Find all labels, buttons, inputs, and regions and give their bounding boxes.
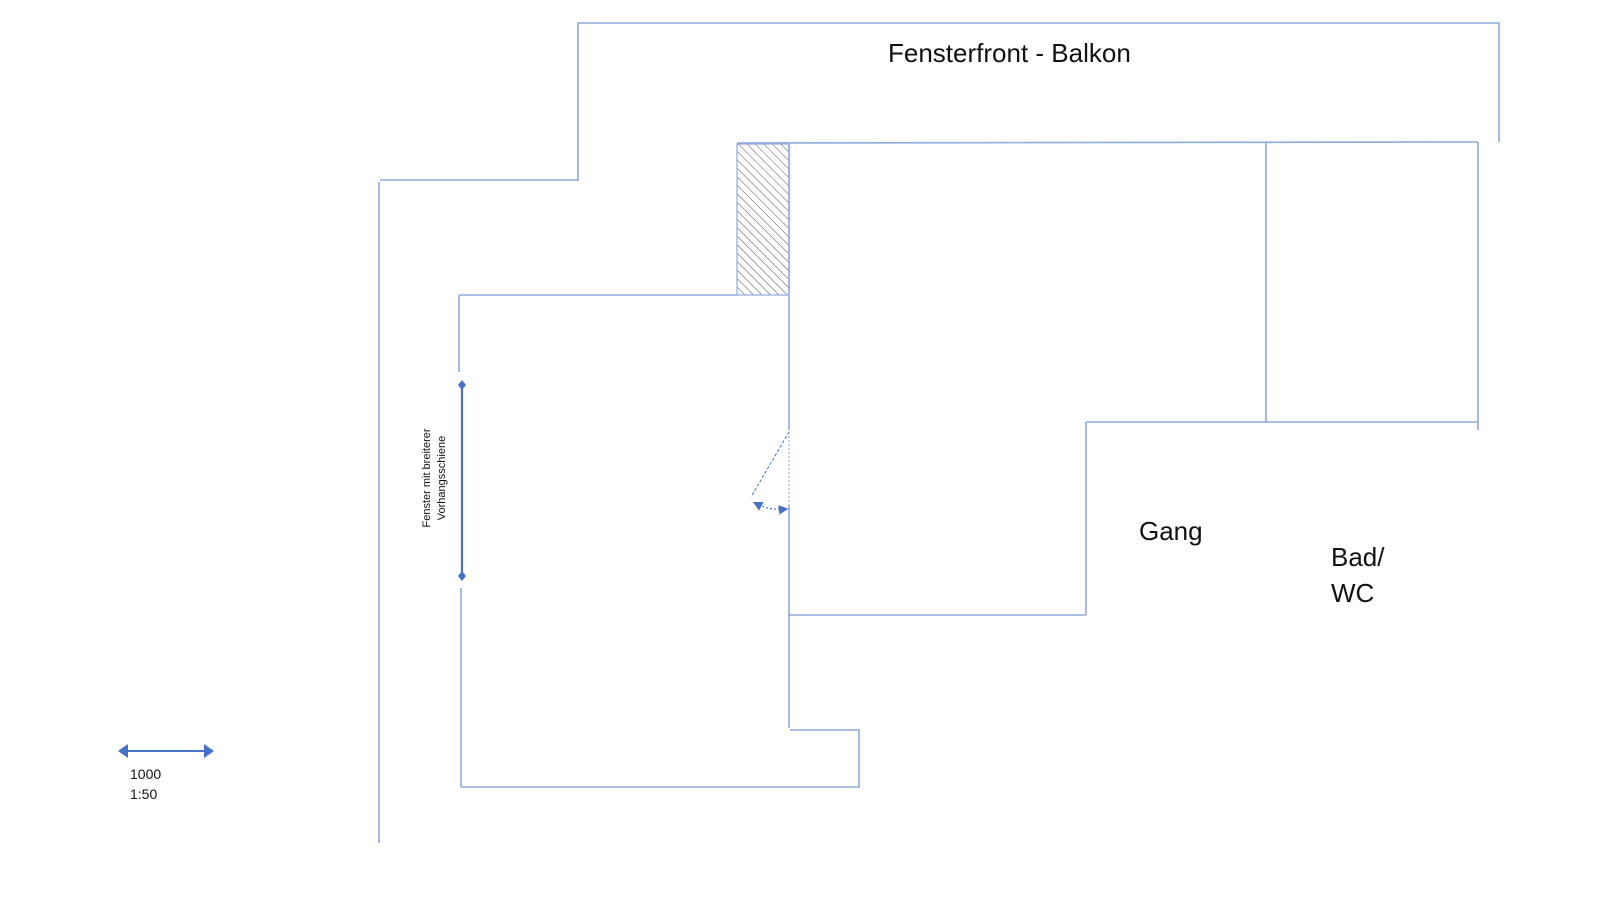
corridor-label: Gang (1139, 516, 1203, 546)
door-swing-arc-icon (750, 431, 790, 515)
bath-label-line2: WC (1331, 578, 1374, 608)
balcony-outline (380, 22, 1500, 181)
window-marker-icon (458, 380, 466, 581)
hatched-column-icon (736, 143, 790, 296)
window-label-line1: Fenster mit breiterer (421, 428, 433, 527)
top-wall (736, 141, 1479, 144)
scale-double-arrow-icon (118, 744, 214, 758)
scale-ratio-label: 1:50 (130, 786, 157, 802)
small-room-bottom-outline (461, 729, 860, 788)
window-label-line2: Vorhangsschiene (436, 436, 448, 520)
balcony-label: Fensterfront - Balkon (888, 38, 1131, 68)
window-label: Fenster mit breiterer Vorhangsschiene (421, 428, 448, 527)
scale-length-label: 1000 (130, 766, 161, 782)
bath-label-line1: Bad/ (1331, 542, 1385, 572)
